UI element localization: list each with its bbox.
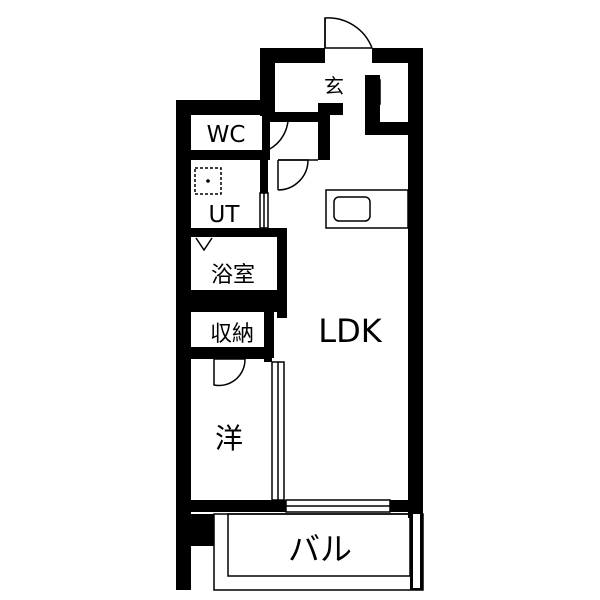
door-ut (277, 159, 318, 191)
wall-left-outer (176, 100, 191, 590)
label-entrance: 玄 (324, 74, 344, 98)
wall-wc-bottom (186, 150, 268, 160)
wall-corridor-top (268, 112, 320, 122)
label-western-room: 洋 (215, 422, 243, 455)
wall-top-left (176, 100, 262, 115)
kitchen-sink-icon (325, 189, 409, 229)
wall-entrance-left (260, 48, 275, 116)
wall-ut-right-top (260, 155, 268, 193)
wall-storage-right (264, 312, 274, 358)
outer-walls (176, 48, 423, 590)
wall-entrance-top-left (260, 48, 325, 63)
wall-ut-bottom (186, 228, 286, 237)
wall-storage-bottom (186, 347, 270, 359)
door-entrance-inner (365, 79, 381, 105)
door-entrance (324, 17, 373, 49)
label-ldk: LDK (318, 312, 382, 350)
wall-shaft-block (365, 75, 380, 135)
wall-wc-right (262, 112, 270, 160)
wall-shaft-bottom (365, 122, 415, 135)
label-wc: WC (207, 122, 246, 148)
balcony-right-gap (413, 514, 420, 588)
wall-right-outer (408, 48, 423, 518)
wall-entrance-step (318, 103, 343, 115)
wall-ldk-bottom-right (390, 500, 423, 512)
wall-bath-bottom (186, 290, 286, 312)
washer-pan-icon (194, 167, 222, 195)
label-utility: UT (209, 202, 241, 228)
inner-walls (186, 112, 320, 362)
label-balcony: バル (288, 530, 352, 568)
door-wc (267, 112, 289, 151)
wall-corridor-right (318, 135, 330, 160)
wall-ldk-bottom-left (176, 500, 286, 512)
wall-western-right-top (264, 350, 272, 362)
corridor-walls (318, 135, 330, 160)
doors (213, 17, 381, 387)
door-western (213, 358, 246, 387)
windows (259, 192, 391, 513)
bath-arrow-icon (195, 237, 213, 252)
pipe-shaft (186, 514, 214, 546)
wall-bath-right (277, 228, 287, 318)
label-storage: 収納 (210, 322, 254, 347)
label-bath: 浴室 (211, 263, 255, 288)
